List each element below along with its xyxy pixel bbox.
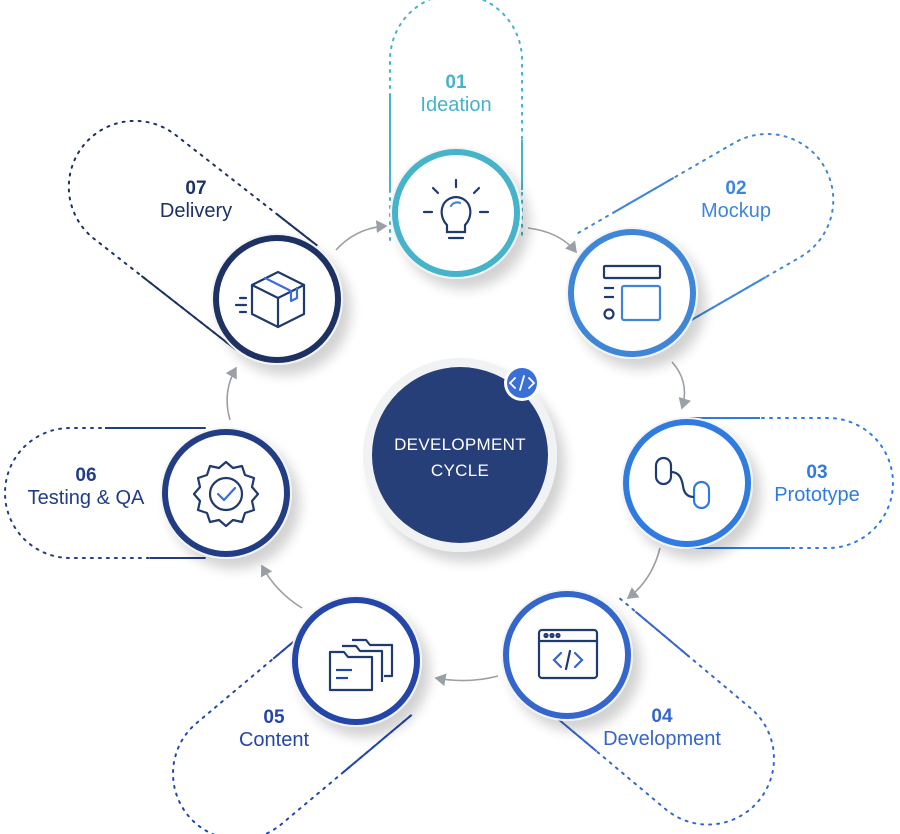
step-number: 03	[806, 462, 828, 483]
pill-mockup	[577, 133, 835, 349]
lightbulb-icon	[422, 178, 490, 240]
step-number: 04	[651, 706, 673, 727]
cycle-arrows	[225, 220, 691, 687]
code-icon	[504, 365, 540, 401]
label-delivery: 07 Delivery	[136, 178, 256, 223]
step-number: 01	[445, 72, 467, 93]
step-name: Testing & QA	[27, 486, 145, 509]
pill-ideation	[389, 0, 523, 241]
arrow-03-04	[626, 547, 661, 599]
step-name: Prototype	[774, 483, 860, 506]
label-development: 04 Development	[592, 706, 732, 751]
arrow-06-07	[225, 366, 237, 421]
label-content: 05 Content	[214, 707, 334, 752]
center-hub	[363, 358, 557, 552]
step-number: 07	[185, 178, 207, 199]
pill-testing	[4, 427, 206, 559]
step-delivery	[211, 233, 343, 365]
center-circle	[372, 367, 548, 543]
step-number: 02	[725, 178, 747, 199]
arrow-05-06	[260, 564, 303, 609]
step-name: Mockup	[700, 199, 772, 222]
pill-delivery	[67, 119, 318, 351]
code-window-icon	[537, 628, 599, 680]
label-ideation: 01 Ideation	[396, 72, 516, 117]
label-mockup: 02 Mockup	[676, 178, 796, 223]
step-prototype	[621, 417, 753, 549]
center-title-line2: CYCLE	[430, 460, 490, 480]
arrow-02-03	[671, 361, 691, 410]
step-name: Ideation	[420, 93, 492, 116]
pill-prototype	[689, 417, 894, 549]
step-testing	[160, 427, 292, 559]
step-name: Development	[603, 727, 721, 750]
label-testing: 06 Testing & QA	[14, 465, 158, 510]
step-name: Delivery	[159, 199, 233, 222]
folders-icon	[328, 638, 394, 692]
layout-icon	[602, 264, 662, 322]
arrow-01-02	[527, 227, 578, 254]
prototype-icon	[654, 456, 711, 510]
step-mockup	[566, 227, 698, 359]
badge-check-icon	[192, 460, 260, 528]
center-title-line1: DEVELOPMENT	[394, 435, 526, 454]
step-ideation	[390, 147, 522, 279]
center-title: DEVELOPMENT CYCLE	[370, 432, 550, 483]
arrow-04-05	[434, 673, 499, 687]
step-name: Content	[238, 728, 310, 751]
label-prototype: 03 Prototype	[752, 462, 882, 507]
package-icon	[234, 270, 306, 329]
step-content	[290, 595, 422, 727]
step-development	[501, 589, 633, 721]
step-number: 05	[263, 707, 285, 728]
decorative-pills	[4, 0, 894, 834]
arrow-07-01	[335, 220, 388, 251]
step-number: 06	[75, 465, 97, 486]
